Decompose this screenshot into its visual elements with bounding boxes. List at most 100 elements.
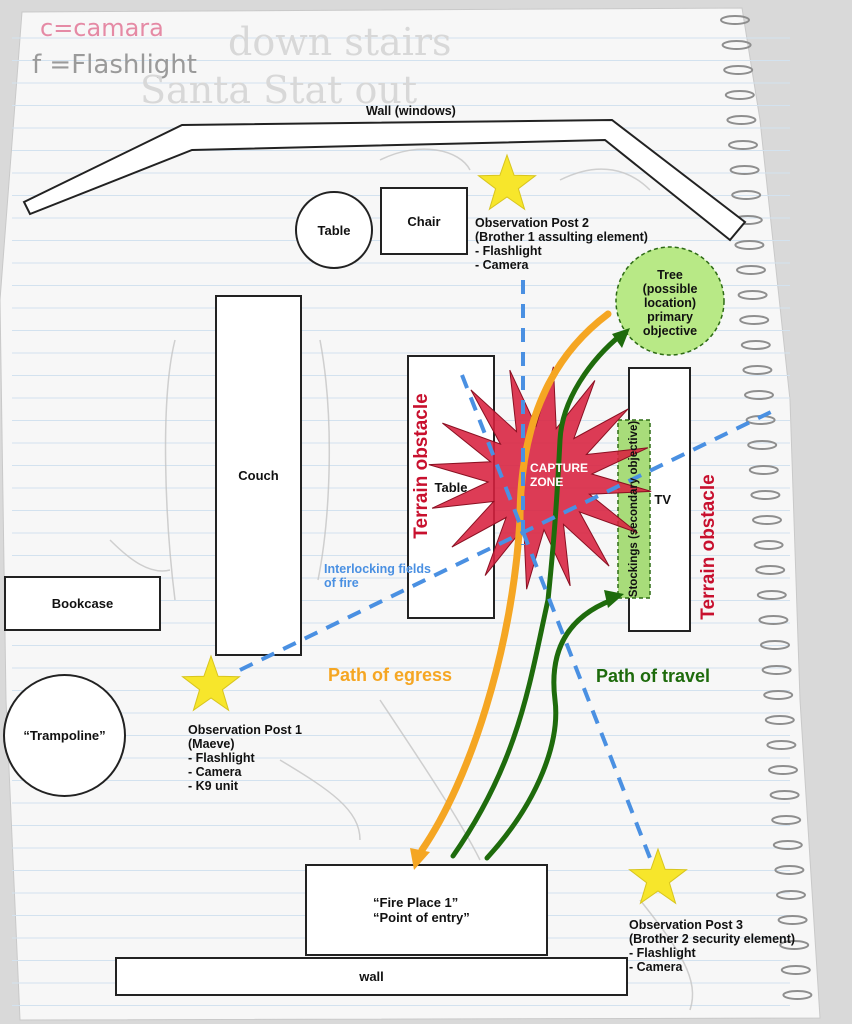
- path-egress-arrowhead: [410, 848, 430, 870]
- path-travel-label: Path of travel: [596, 666, 711, 686]
- path-travel-1-arrowhead: [612, 328, 630, 348]
- couch: Couch: [215, 295, 302, 656]
- note-flashlight-legend: f =Flashlight: [32, 50, 197, 80]
- capture-zone-star: [428, 366, 652, 590]
- wall-top-label: Wall (windows): [366, 104, 456, 118]
- spiral-ring: [769, 790, 800, 800]
- table-round: Table: [295, 191, 373, 269]
- op3-line-1: (Brother 2 security element): [629, 932, 796, 946]
- spiral-ring: [752, 515, 782, 525]
- path-travel-2: [484, 597, 615, 861]
- spiral-ring: [721, 40, 752, 50]
- spiral-ring: [772, 840, 803, 850]
- path-egress-label: Path of egress: [328, 665, 453, 685]
- op1-line-4: - K9 unit: [188, 779, 238, 793]
- terrain-obstacle-right: Terrain obstacle: [698, 474, 719, 620]
- tree-circle: [615, 246, 725, 356]
- trampoline: “Trampoline”: [3, 674, 126, 797]
- op1-line-3: - Camera: [188, 765, 242, 779]
- op2-line-1: (Brother 1 assulting element): [475, 230, 648, 244]
- tree-label-5: objective: [642, 324, 698, 338]
- fields-of-fire: [239, 280, 776, 859]
- tree-label: Tree (possible location) primary objecti…: [616, 268, 724, 338]
- fireplace-label-line1: “Fire Place 1”: [373, 895, 459, 910]
- spiral-ring: [753, 540, 784, 550]
- spiral-ring: [726, 115, 757, 125]
- tree-label-3: location): [643, 296, 697, 310]
- spiral-ring: [736, 265, 766, 275]
- note-camera-legend: c=camara: [40, 14, 164, 42]
- spiral-ring: [748, 465, 779, 475]
- capture-zone-label-1: CAPTURE: [530, 461, 589, 475]
- spiral-ring: [764, 715, 795, 725]
- interlocking-label-2: of fire: [324, 576, 359, 590]
- spiral-ring: [731, 190, 762, 200]
- op1-label: Observation Post 1 (Maeve) - Flashlight …: [188, 723, 302, 793]
- spiral-ring: [728, 140, 758, 150]
- spiral-ring: [776, 890, 806, 900]
- op1-star-icon: [181, 654, 241, 712]
- spiral-ring: [768, 765, 798, 775]
- spiral-ring: [740, 340, 771, 350]
- spiral-ring: [766, 740, 797, 750]
- note-downstairs: down stairs: [228, 20, 452, 64]
- spiral-ring: [777, 915, 808, 925]
- spiral-ring: [774, 865, 805, 875]
- spiral-ring: [763, 690, 794, 700]
- spiral-ring: [756, 590, 787, 600]
- tree-label-4: primary: [647, 310, 693, 324]
- path-travel-2-arrowhead: [604, 590, 624, 608]
- op2-line-3: - Camera: [475, 258, 529, 272]
- spiral-ring: [747, 440, 778, 450]
- spiral-ring: [737, 290, 768, 300]
- fire-line-op1: [239, 408, 776, 672]
- spiral-ring: [755, 565, 786, 575]
- op1-line-2: - Flashlight: [188, 751, 255, 765]
- spiral-ring: [760, 640, 790, 650]
- interlocking-label-1: Interlocking fields: [324, 562, 431, 576]
- spiral-ring: [739, 315, 770, 325]
- spiral-ring: [720, 15, 750, 25]
- spiral-ring: [771, 815, 802, 825]
- op3-label: Observation Post 3 (Brother 2 security e…: [629, 918, 795, 974]
- op3-line-3: - Camera: [629, 960, 683, 974]
- op1-line-1: (Maeve): [188, 737, 235, 751]
- terrain-obstacle-left: Terrain obstacle: [411, 393, 432, 539]
- spiral-ring: [742, 365, 773, 375]
- spiral-ring: [724, 90, 755, 100]
- wall-top: [22, 118, 747, 242]
- spiral-ring: [761, 665, 792, 675]
- capture-zone-label-2: ZONE: [530, 475, 564, 489]
- path-travel-1: [450, 331, 625, 859]
- chair: Chair: [380, 187, 468, 255]
- bookcase: Bookcase: [4, 576, 161, 631]
- spiral-ring: [780, 965, 811, 975]
- spiral-ring: [729, 165, 760, 175]
- tree-label-2: (possible: [642, 282, 698, 296]
- tree-label-1: Tree: [657, 268, 683, 282]
- spiral-ring: [723, 65, 754, 75]
- note-santa: Santa Stat out: [140, 68, 418, 112]
- stockings-label: Stockings (secondary objective): [628, 420, 640, 598]
- spiral-ring: [734, 240, 765, 250]
- op3-title: Observation Post 3: [629, 918, 743, 932]
- wall-bottom: wall: [115, 957, 628, 996]
- op2-title: Observation Post 2: [475, 216, 589, 230]
- spiral-ring: [782, 990, 813, 1000]
- op2-star-icon: [477, 153, 537, 211]
- spiral-rings: [720, 15, 813, 1000]
- spiral-ring: [750, 490, 781, 500]
- interlocking-label: Interlocking fields of fire: [324, 562, 431, 590]
- spiral-ring: [744, 390, 774, 400]
- op1-title: Observation Post 1: [188, 723, 302, 737]
- spiral-ring: [758, 615, 789, 625]
- op3-star-icon: [628, 847, 688, 905]
- spiral-ring: [779, 940, 810, 950]
- capture-zone-label: CAPTURE ZONE: [530, 461, 588, 489]
- op2-line-2: - Flashlight: [475, 244, 542, 258]
- fireplace: “Fire Place 1” “Point of entry”: [305, 864, 548, 956]
- fireplace-label-line2: “Point of entry”: [373, 910, 470, 925]
- op2-label: Observation Post 2 (Brother 1 assulting …: [475, 216, 648, 272]
